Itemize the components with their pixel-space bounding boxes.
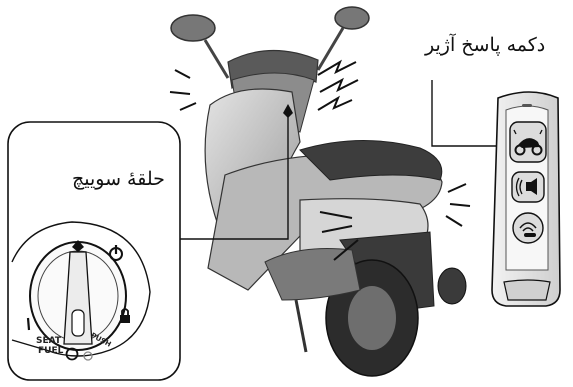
rear-wheel-hub <box>348 286 396 350</box>
horn-sound-lines <box>318 62 358 110</box>
mirror-left <box>171 15 228 78</box>
answer-back-button <box>510 122 546 162</box>
engine <box>265 249 360 301</box>
smart-key-fob <box>492 92 560 306</box>
sound-button <box>512 172 544 202</box>
fob-strap-slot <box>504 280 550 300</box>
front-light-flash <box>170 70 196 110</box>
fuel-marking: FUEL <box>38 346 63 356</box>
wheel-peek <box>438 268 466 304</box>
switch-ring-label: حلقۀ سوییچ <box>72 168 165 190</box>
answer-back-button-label: دکمه پاسخ آژیر <box>425 34 545 56</box>
mirror-right <box>318 7 369 70</box>
remote-button <box>513 213 543 243</box>
scooter-illustration <box>170 7 470 376</box>
seat-marking: SEAT <box>36 336 61 346</box>
key-slot <box>72 310 84 336</box>
fob-led <box>522 104 532 107</box>
rear-light-flash <box>446 184 470 226</box>
